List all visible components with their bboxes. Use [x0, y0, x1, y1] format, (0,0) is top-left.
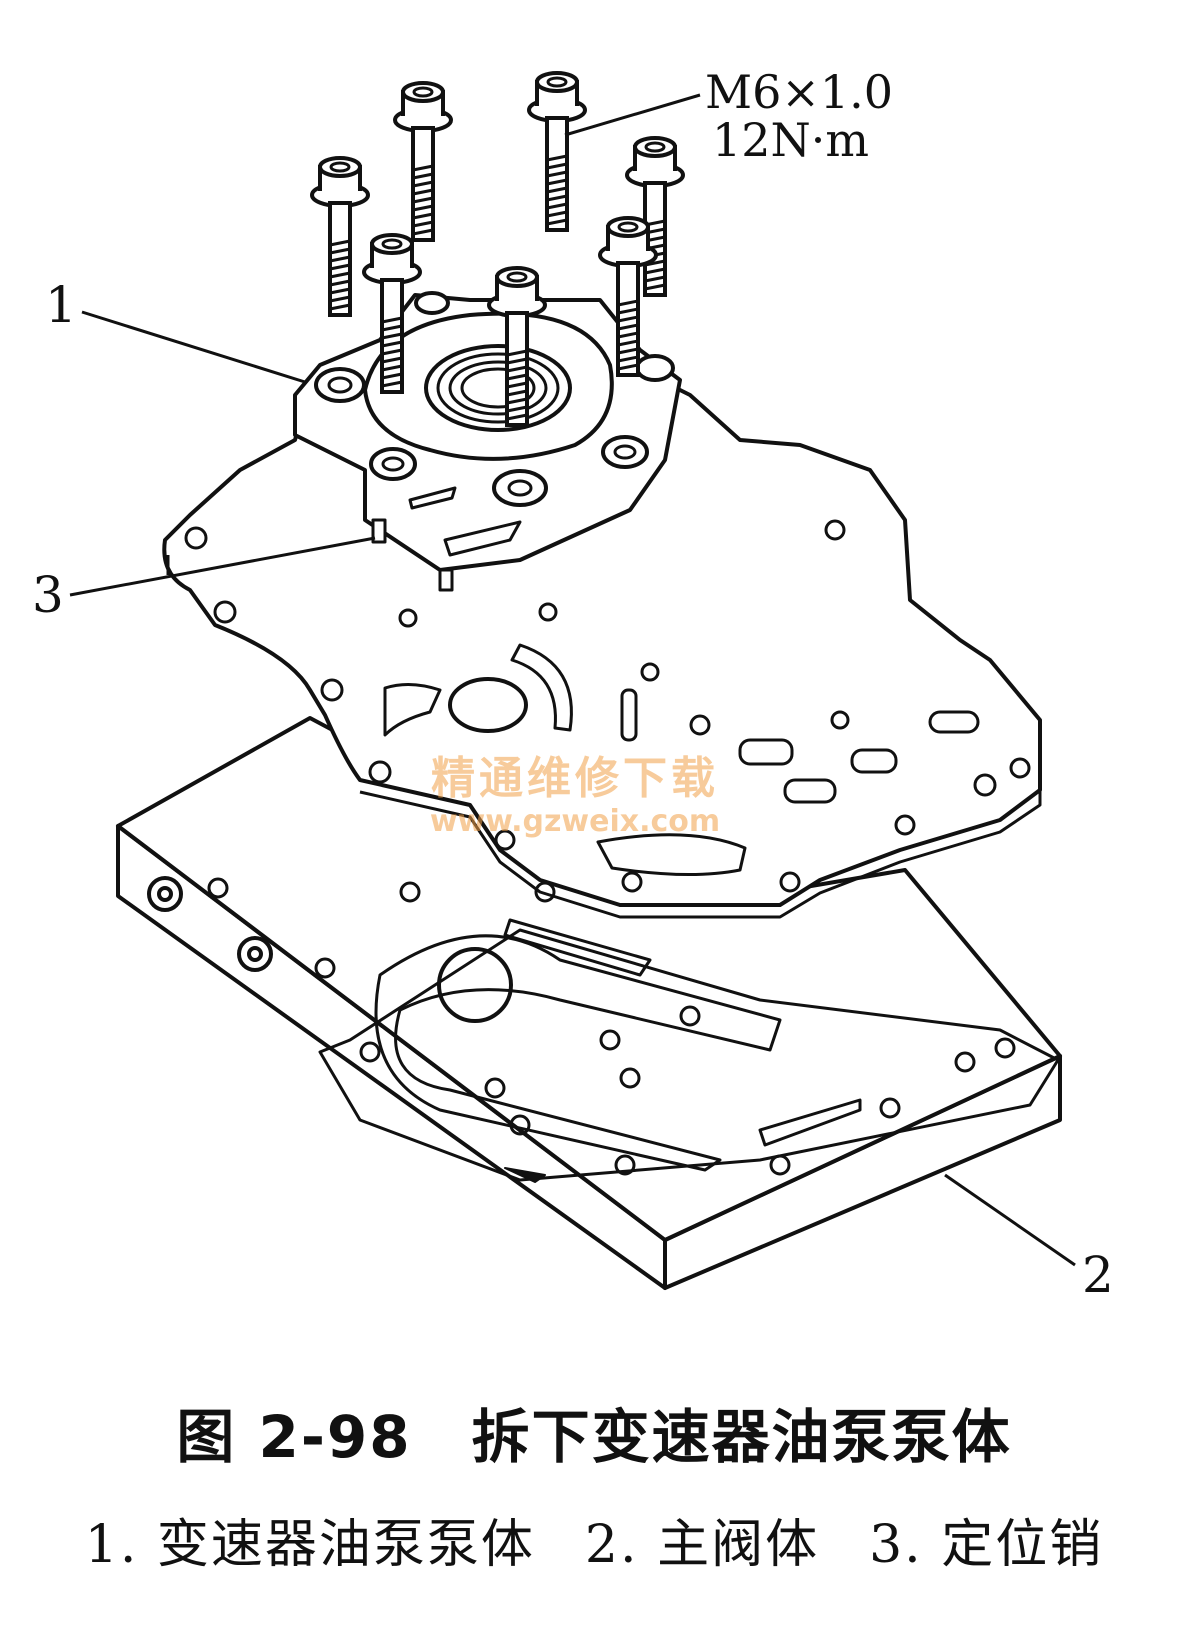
callout-3: 3 [32, 566, 64, 624]
bolt-1 [393, 81, 453, 242]
figure-title: 拆下变速器油泵泵体 [471, 1403, 1012, 1471]
callout-2: 2 [1082, 1246, 1114, 1304]
legend-item-3-text: 定位销 [941, 1515, 1104, 1575]
legend-item-2-text: 主阀体 [657, 1515, 820, 1575]
legend-item-1-num: 1. [84, 1515, 139, 1575]
legend-item-1-text: 变速器油泵泵体 [156, 1515, 535, 1575]
watermark-url: www.gzweix.com [429, 804, 721, 839]
legend-item-2-num: 2. [584, 1515, 639, 1575]
figure-caption: 图 2-98 拆下变速器油泵泵体 [0, 1390, 1188, 1474]
watermark-cn: 精通维修下载 [431, 753, 719, 804]
torque-label: 12N·m [712, 113, 869, 167]
bolt-2 [527, 71, 587, 232]
figure-number: 图 2-98 [176, 1403, 412, 1471]
leader-lines [69, 93, 1076, 1267]
legend-item-3-num: 3. [869, 1515, 923, 1575]
bolt-3 [310, 156, 370, 317]
callout-1: 1 [45, 276, 77, 334]
thread-spec-label: M6×1.0 [705, 65, 893, 119]
watermark: 精通维修下载 www.gzweix.com [405, 742, 745, 839]
legend: 1. 变速器油泵泵体 2. 主阀体 3. 定位销 [0, 1502, 1188, 1577]
